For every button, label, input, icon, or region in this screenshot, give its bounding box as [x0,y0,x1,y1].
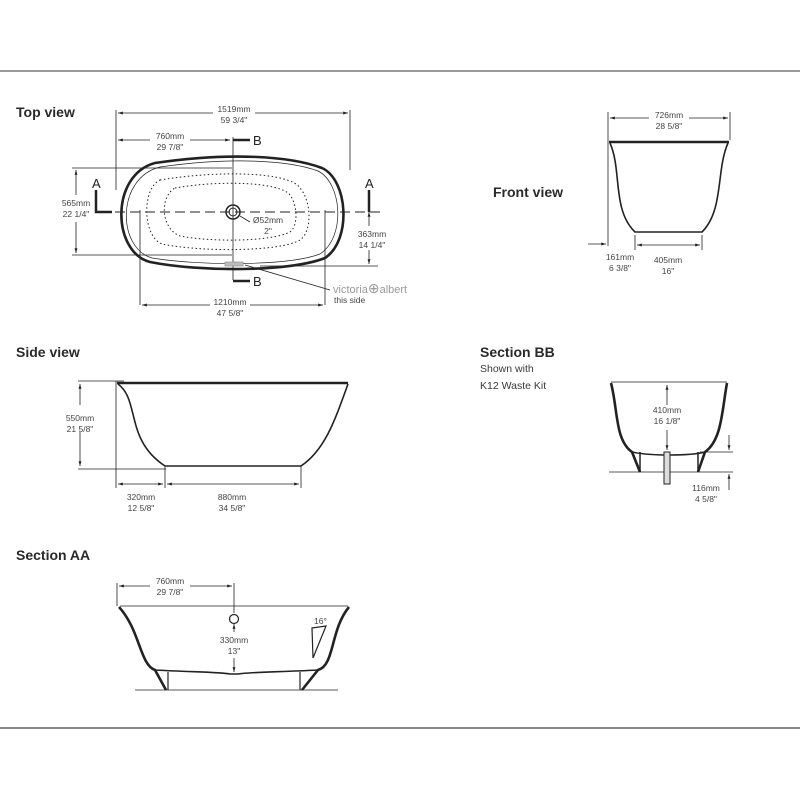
dim-mm: 363mm [357,229,387,239]
section-bb-subtitle-2: K12 Waste Kit [480,380,547,392]
dim-in: 29 7/8" [156,142,184,152]
section-marker-b-top: B [253,133,262,148]
dim-in: 14 1/4" [358,240,386,250]
section-bb-title: Section BB [480,344,555,360]
dim-in: 16 1/8" [647,416,687,427]
dim-front-offset: 161mm 6 3/8" [600,252,640,274]
dim-mm: 550mm [65,413,95,423]
dim-aa-center: 760mm 29 7/8" [150,576,190,598]
dim-mm: 116mm [692,483,720,493]
dim-aa-angle: 16° [314,616,327,626]
dim-mm: 760mm [155,576,185,586]
dim-front-base: 405mm 16" [648,255,688,277]
dim-in: 34 5/8" [218,503,246,513]
dim-mm: 161mm [605,252,635,262]
dim-in: 6 3/8" [609,263,631,273]
top-divider [0,70,800,72]
section-marker-b-bottom: B [253,274,262,289]
bottom-divider [0,727,800,729]
brand-plus-icon: ⊕ [367,280,380,296]
dim-in: 21 5/8" [66,424,94,434]
dim-mm: 760mm [155,131,185,141]
dim-offset: 363mm 14 1/4" [352,229,392,251]
dim-in: 13" [214,646,254,657]
dim-center-top: 760mm 29 7/8" [150,131,190,153]
top-view-title: Top view [16,104,75,120]
dim-mm: 726mm [649,110,689,121]
dim-side-base: 880mm 34 5/8" [212,492,252,514]
dim-mm: 330mm [214,635,254,646]
dim-base-length: 1210mm 47 5/8" [210,297,250,319]
dim-mm: Ø52mm [252,215,284,225]
brand-note: this side [334,295,366,305]
section-marker-a-right: A [365,176,374,191]
dim-mm: 1210mm [210,297,250,308]
dim-side-height: 550mm 21 5/8" [60,413,100,435]
brand-left: victoria [333,284,368,296]
dim-in: 28 5/8" [655,121,683,131]
dim-waste-diameter: Ø52mm 2" [248,215,288,237]
dim-side-overhang: 320mm 12 5/8" [121,492,161,514]
dim-mm: 565mm [61,198,91,208]
dim-mm: 1519mm [213,104,255,115]
dim-in: 16" [661,266,675,276]
section-bb-subtitle-1: Shown with [480,363,534,375]
dim-in: 2" [264,226,272,236]
side-view-title: Side view [16,344,80,360]
dim-mm: 320mm [126,492,156,502]
front-view-drawing [588,112,731,250]
dim-overall-length: 1519mm 59 3/4" [213,104,255,126]
dim-aa-overflow: 330mm 13" [214,635,254,657]
dim-bb-depth: 410mm 16 1/8" [647,405,687,427]
side-view-drawing [78,380,349,488]
top-view-drawing [72,110,380,307]
dim-in: 12 5/8" [127,503,155,513]
dim-in: 47 5/8" [216,308,244,318]
section-marker-a-left: A [92,176,101,191]
dim-mm: 880mm [217,492,247,502]
dim-bb-waste: 116mm 4 5/8" [686,483,726,505]
dim-mm: 405mm [653,255,683,265]
section-aa-drawing [116,583,351,691]
dim-mm: 410mm [647,405,687,416]
section-bb-drawing [609,381,733,490]
brand-right: albert [379,284,408,296]
front-view-title: Front view [493,184,564,200]
dim-in: 4 5/8" [695,494,717,504]
section-aa-title: Section AA [16,547,91,563]
dim-front-width: 726mm 28 5/8" [649,110,689,132]
brand-logo: victoria⊕albert [333,280,407,297]
dim-in: 59 3/4" [220,115,248,125]
dim-in: 22 1/4" [62,209,90,219]
dim-in: 29 7/8" [156,587,184,597]
dim-width: 565mm 22 1/4" [56,198,96,220]
